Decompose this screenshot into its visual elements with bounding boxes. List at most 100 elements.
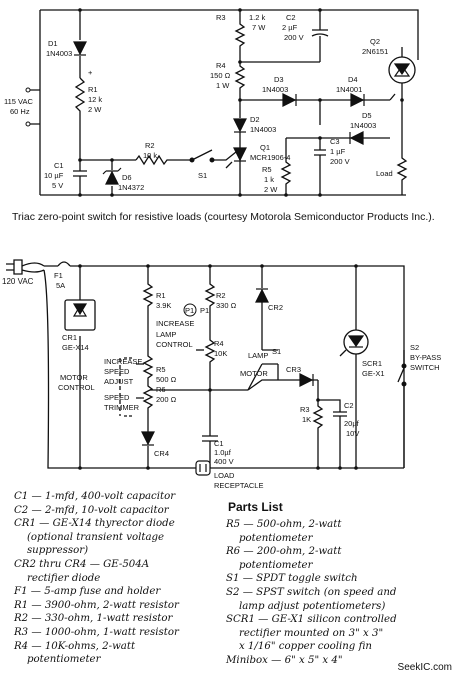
part-row: Minibox — 6" x 5" x 4" (226, 654, 343, 666)
p1-a: P1 (185, 306, 194, 315)
part-row: potentiometer (226, 559, 313, 571)
r1-plus: + (88, 68, 93, 77)
part-row: CR2 thru CR4 — GE-504A (14, 558, 150, 570)
d6-ref: D6 (122, 173, 132, 182)
part-row: SCR1 — GE-X1 silicon controlled (226, 614, 397, 626)
d2-part: 1N4003 (250, 125, 276, 134)
d3-part: 1N4003 (262, 85, 288, 94)
r5-ref: R5 (262, 165, 272, 174)
b-source: 120 VAC (2, 277, 34, 286)
lamp-control-2: LAMP (156, 330, 176, 339)
b-s1-lamp: LAMP (248, 351, 268, 360)
part-row: R2 — 330-ohm, 1-watt resistor (14, 613, 173, 625)
b-r1-val: 3.9K (156, 301, 171, 310)
part-row: R4 — 10K-ohms, 2-watt (14, 640, 136, 652)
q2-ref: Q2 (370, 37, 380, 46)
b-r5-ref: R5 (156, 365, 166, 374)
part-row: CR1 — GE-X14 thyrector diode (14, 518, 175, 530)
b-r6-val: 200 Ω (156, 395, 177, 404)
c2-val: 2 µF (282, 23, 298, 32)
parts-list-title: Parts List (228, 500, 283, 514)
part-row: x 1/16" copper cooling fin (226, 641, 372, 653)
speed-2: SPEED (104, 367, 130, 376)
r5-watt: 2 W (264, 185, 278, 194)
trimmer-2: TRIMMER (104, 403, 140, 412)
d4-part: 1N4001 (336, 85, 362, 94)
r5-val: 1 k (264, 175, 274, 184)
motor-lamp-control-schematic: 120 VAC F1 5A CR1 GE-X14 MOTOR CONTROL R… (2, 259, 441, 490)
r1-ref: R1 (88, 85, 98, 94)
r3-ref: R3 (216, 13, 226, 22)
watermark: SeekIC.com (397, 662, 452, 673)
b-c1-val: 1.0µf (214, 448, 232, 457)
source-freq: 60 Hz (10, 107, 30, 116)
r4-watt: 1 W (216, 81, 230, 90)
c2-volt: 200 V (284, 33, 304, 42)
cr2-label: CR2 (268, 303, 283, 312)
c3-volt: 200 V (330, 157, 350, 166)
cr1-ref: CR1 (62, 333, 77, 342)
parts-list-right: R5 — 500-ohm, 2-watt potentiometer R6 — … (226, 518, 397, 668)
p1-b: P1 (200, 306, 209, 315)
r4-val: 150 Ω (210, 71, 231, 80)
part-row: C1 — 1-mfd, 400-volt capacitor (14, 491, 176, 502)
part-row: R5 — 500-ohm, 2-watt (226, 519, 342, 530)
speed-1: INCREASE (104, 357, 142, 366)
b-r4-val: 10K (214, 349, 227, 358)
r1-val: 12 k (88, 95, 102, 104)
part-row: F1 — 5-amp fuse and holder (14, 586, 161, 598)
lamp-control-1: INCREASE (156, 319, 194, 328)
d1-ref: D1 (48, 39, 58, 48)
b-c1-volt: 400 V (214, 457, 234, 466)
r1-watt: 2 W (88, 105, 102, 114)
c1-ref: C1 (54, 161, 64, 170)
r3-watt: 7 W (252, 23, 266, 32)
motor-control-2: CONTROL (58, 383, 95, 392)
cr3-label: CR3 (286, 365, 301, 374)
s2-2: BY-PASS (410, 353, 441, 362)
part-row: lamp adjust potentiometers) (226, 600, 386, 612)
part-row: S2 — SPST switch (on speed and (226, 586, 397, 598)
scr1-part: GE-X1 (362, 369, 385, 378)
c3-ref: C3 (330, 137, 340, 146)
r2-ref: R2 (145, 141, 155, 150)
s2-1: S2 (410, 343, 419, 352)
b-r1-ref: R1 (156, 291, 166, 300)
receptacle-1: LOAD (214, 471, 235, 480)
b-c2-ref: C2 (344, 401, 354, 410)
load-label: Load (376, 169, 393, 178)
q1-ref: Q1 (260, 143, 270, 152)
q1-part: MCR1906-4 (250, 153, 290, 162)
d1-part: 1N4003 (46, 49, 72, 58)
d5-ref: D5 (362, 111, 372, 120)
source-volts: 115 VAC (4, 97, 33, 106)
b-s1-motor: MOTOR (240, 369, 268, 378)
c1-volt: 5 V (52, 181, 63, 190)
b-r3-ref: R3 (300, 405, 310, 414)
f1-val: 5A (56, 281, 65, 290)
b-s1-ref: S1 (272, 347, 281, 356)
motor-control-1: MOTOR (60, 373, 88, 382)
lamp-control-3: CONTROL (156, 340, 193, 349)
s1-ref: S1 (198, 171, 207, 180)
b-r2-ref: R2 (216, 291, 226, 300)
d3-ref: D3 (274, 75, 284, 84)
part-row: (optional transient voltage (14, 531, 165, 543)
b-r4-ref: R4 (214, 339, 224, 348)
scr1-ref: SCR1 (362, 359, 382, 368)
receptacle-2: RECEPTACLE (214, 481, 263, 490)
b-r3-val: 1K (302, 415, 311, 424)
b-r2-val: 330 Ω (216, 301, 237, 310)
part-row: suppressor) (14, 545, 89, 557)
d5-part: 1N4003 (350, 121, 376, 130)
b-c2-volt: 10V (346, 429, 359, 438)
r4-ref: R4 (216, 61, 226, 70)
part-row: rectifier diode (14, 572, 101, 584)
figure-caption: Triac zero-point switch for resistive lo… (12, 211, 435, 223)
speed-3: ADJUST (104, 377, 134, 386)
c1-val: 10 µF (44, 171, 64, 180)
r3-val: 1.2 k (249, 13, 266, 22)
b-r6-ref: R6 (156, 385, 166, 394)
b-r5-val: 500 Ω (156, 375, 177, 384)
part-row: potentiometer (14, 654, 101, 666)
